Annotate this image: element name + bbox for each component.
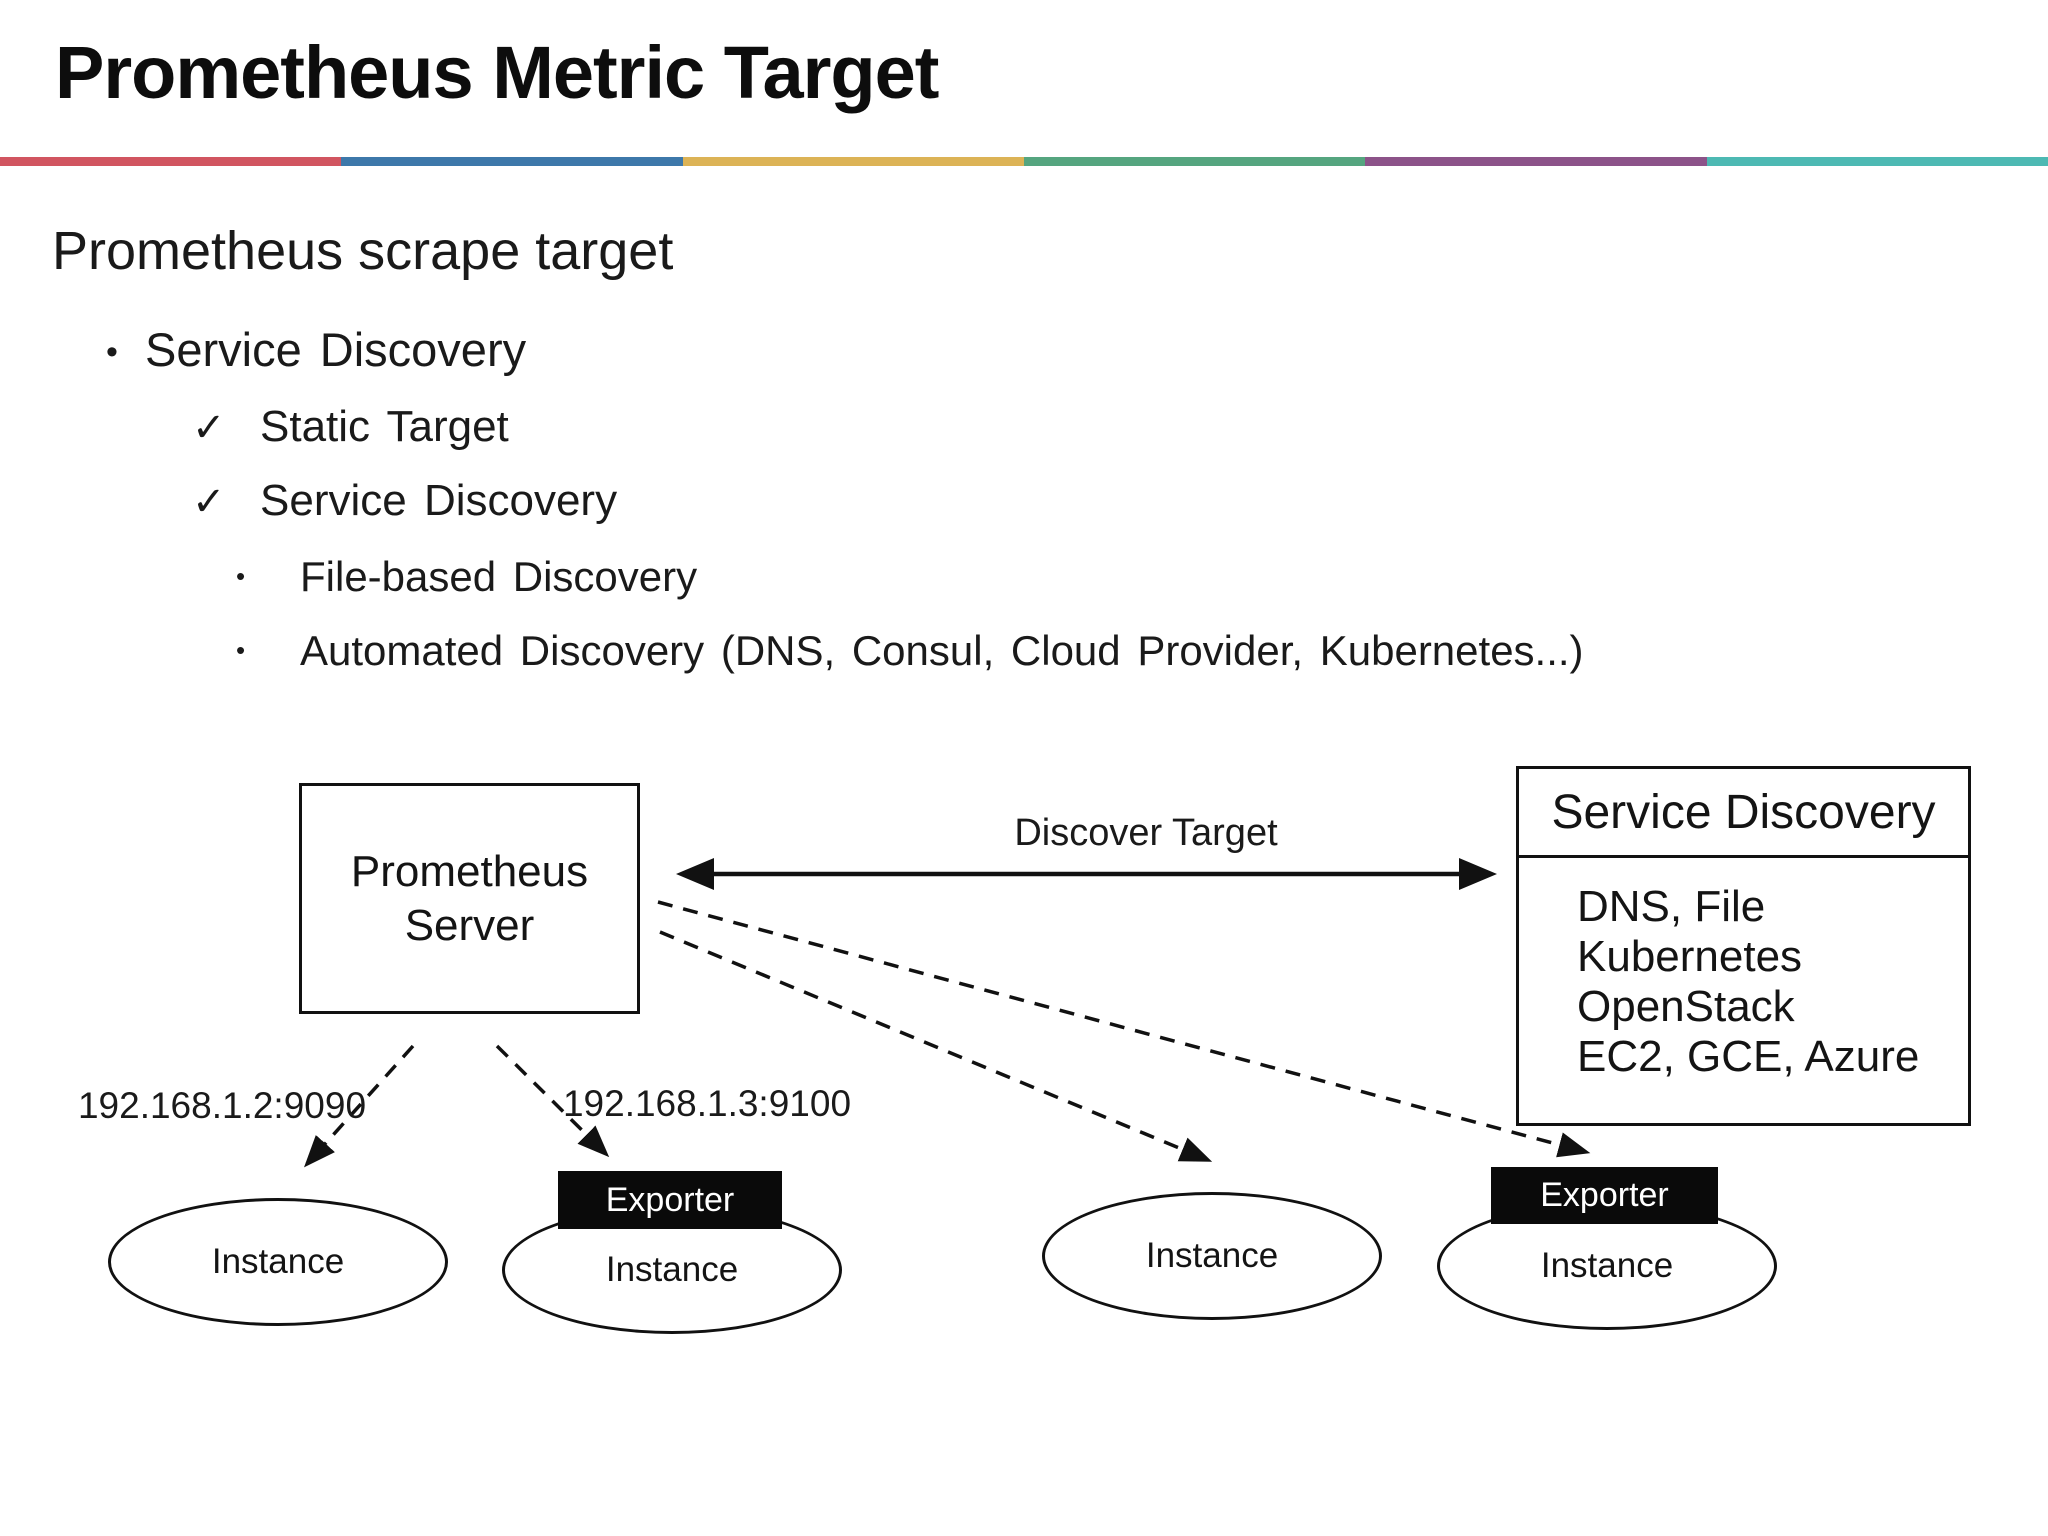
prometheus-server-box: Prometheus Server (299, 783, 640, 1014)
check-label: Static Target (260, 402, 509, 451)
service-discovery-list: DNS, File Kubernetes OpenStack EC2, GCE,… (1519, 858, 1968, 1082)
exporter-box-2: Exporter (1491, 1167, 1718, 1224)
sub-bullet-automated: • Automated Discovery (DNS, Consul, Cloud… (236, 627, 1584, 675)
arrowhead-right (1459, 858, 1497, 890)
divider-segment (1365, 157, 1707, 166)
service-discovery-item: DNS, File (1577, 882, 1766, 931)
bullet-icon: • (236, 635, 246, 665)
service-discovery-item: EC2, GCE, Azure (1577, 1032, 1920, 1081)
section-heading: Prometheus scrape target (52, 221, 674, 281)
arrowhead-left (676, 858, 714, 890)
sub-bullet-file-based: • File-based Discovery (236, 553, 697, 601)
discover-target-label: Discover Target (1014, 812, 1278, 854)
discover-target-arrow (676, 858, 1497, 890)
bullet-label: Service Discovery (145, 323, 527, 376)
ip-label-1: 192.168.1.2:9090 (77, 1085, 367, 1126)
divider-segment (682, 157, 1024, 166)
divider-segment (1706, 157, 2048, 166)
service-discovery-item: Kubernetes (1577, 932, 1803, 981)
instance-label: Instance (1540, 1246, 1674, 1285)
divider-bar (0, 157, 2048, 166)
check-item-static-target: ✓ Static Target (192, 402, 509, 452)
bullet-item-service-discovery: • Service Discovery (106, 322, 526, 377)
instance-ellipse-3: Instance (1042, 1192, 1382, 1320)
ip-label-2: 192.168.1.3:9100 (562, 1083, 852, 1124)
checkmark-icon: ✓ (192, 406, 226, 450)
sub-bullet-label: Automated Discovery (DNS, Consul, Cloud … (300, 627, 1584, 674)
checkmark-icon: ✓ (192, 480, 226, 524)
service-discovery-title: Service Discovery (1519, 769, 1968, 858)
instance-label: Instance (1145, 1236, 1279, 1275)
exporter-label: Exporter (605, 1180, 735, 1219)
scrape-arrow-instance3 (659, 930, 1213, 1162)
check-label: Service Discovery (260, 476, 618, 525)
instance-ellipse-1: Instance (108, 1198, 448, 1326)
instance-label: Instance (211, 1242, 345, 1281)
check-item-service-discovery: ✓ Service Discovery (192, 476, 617, 526)
bullet-icon: • (236, 561, 246, 591)
exporter-box-1: Exporter (558, 1171, 782, 1229)
sub-bullet-label: File-based Discovery (300, 553, 698, 600)
bullet-icon: • (106, 333, 118, 371)
prometheus-server-label: Prometheus Server (350, 846, 589, 950)
exporter-label: Exporter (1540, 1176, 1669, 1214)
divider-segment (0, 157, 342, 166)
service-discovery-item: OpenStack (1577, 982, 1795, 1031)
instance-label: Instance (605, 1250, 739, 1289)
divider-segment (1023, 157, 1366, 166)
page-title: Prometheus Metric Target (55, 31, 939, 114)
service-discovery-box: Service Discovery DNS, File Kubernetes O… (1516, 766, 1971, 1126)
divider-segment (341, 157, 683, 166)
